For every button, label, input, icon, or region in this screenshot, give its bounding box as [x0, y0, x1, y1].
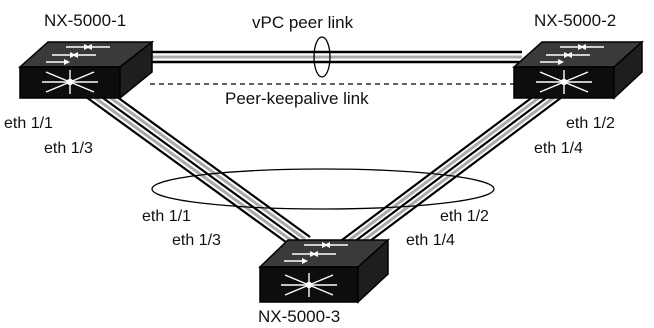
- link-bundle-sw1-sw3: [81, 85, 311, 246]
- vpc-bundle-ellipse: [151, 168, 495, 210]
- port-label-sw1-eth-1-3: eth 1/3: [44, 140, 93, 157]
- port-label-sw1-eth-1-1: eth 1/1: [4, 115, 53, 132]
- port-label-sw3-eth-1-2: eth 1/2: [440, 208, 489, 225]
- switch-nx-5000-3[interactable]: [258, 238, 390, 304]
- switch-fabric-icon: [536, 70, 592, 94]
- peer-link-bundle-ellipse: [313, 36, 331, 78]
- port-label-sw2-eth-1-4: eth 1/4: [534, 140, 583, 157]
- switch-nx-5000-1[interactable]: [18, 40, 155, 100]
- switch-fabric-icon: [42, 70, 98, 94]
- vpc-peer-link-label: vPC peer link: [252, 13, 354, 32]
- vpc-peer-link: [150, 50, 522, 64]
- peer-keepalive-link-label: Peer-keepalive link: [225, 89, 369, 108]
- switch-fabric-icon: [281, 273, 337, 297]
- port-label-sw2-eth-1-2: eth 1/2: [566, 115, 615, 132]
- switch-name-nx-5000-1: NX-5000-1: [44, 11, 127, 30]
- switch-nx-5000-2[interactable]: [512, 40, 644, 100]
- switch-name-nx-5000-2: NX-5000-2: [534, 11, 617, 30]
- port-label-sw3-eth-1-3: eth 1/3: [172, 232, 221, 249]
- port-label-sw3-eth-1-1: eth 1/1: [142, 208, 191, 225]
- switch-name-nx-5000-3: NX-5000-3: [258, 307, 341, 326]
- link-bundle-sw2-sw3: [337, 92, 563, 248]
- port-label-sw3-eth-1-4: eth 1/4: [406, 232, 455, 249]
